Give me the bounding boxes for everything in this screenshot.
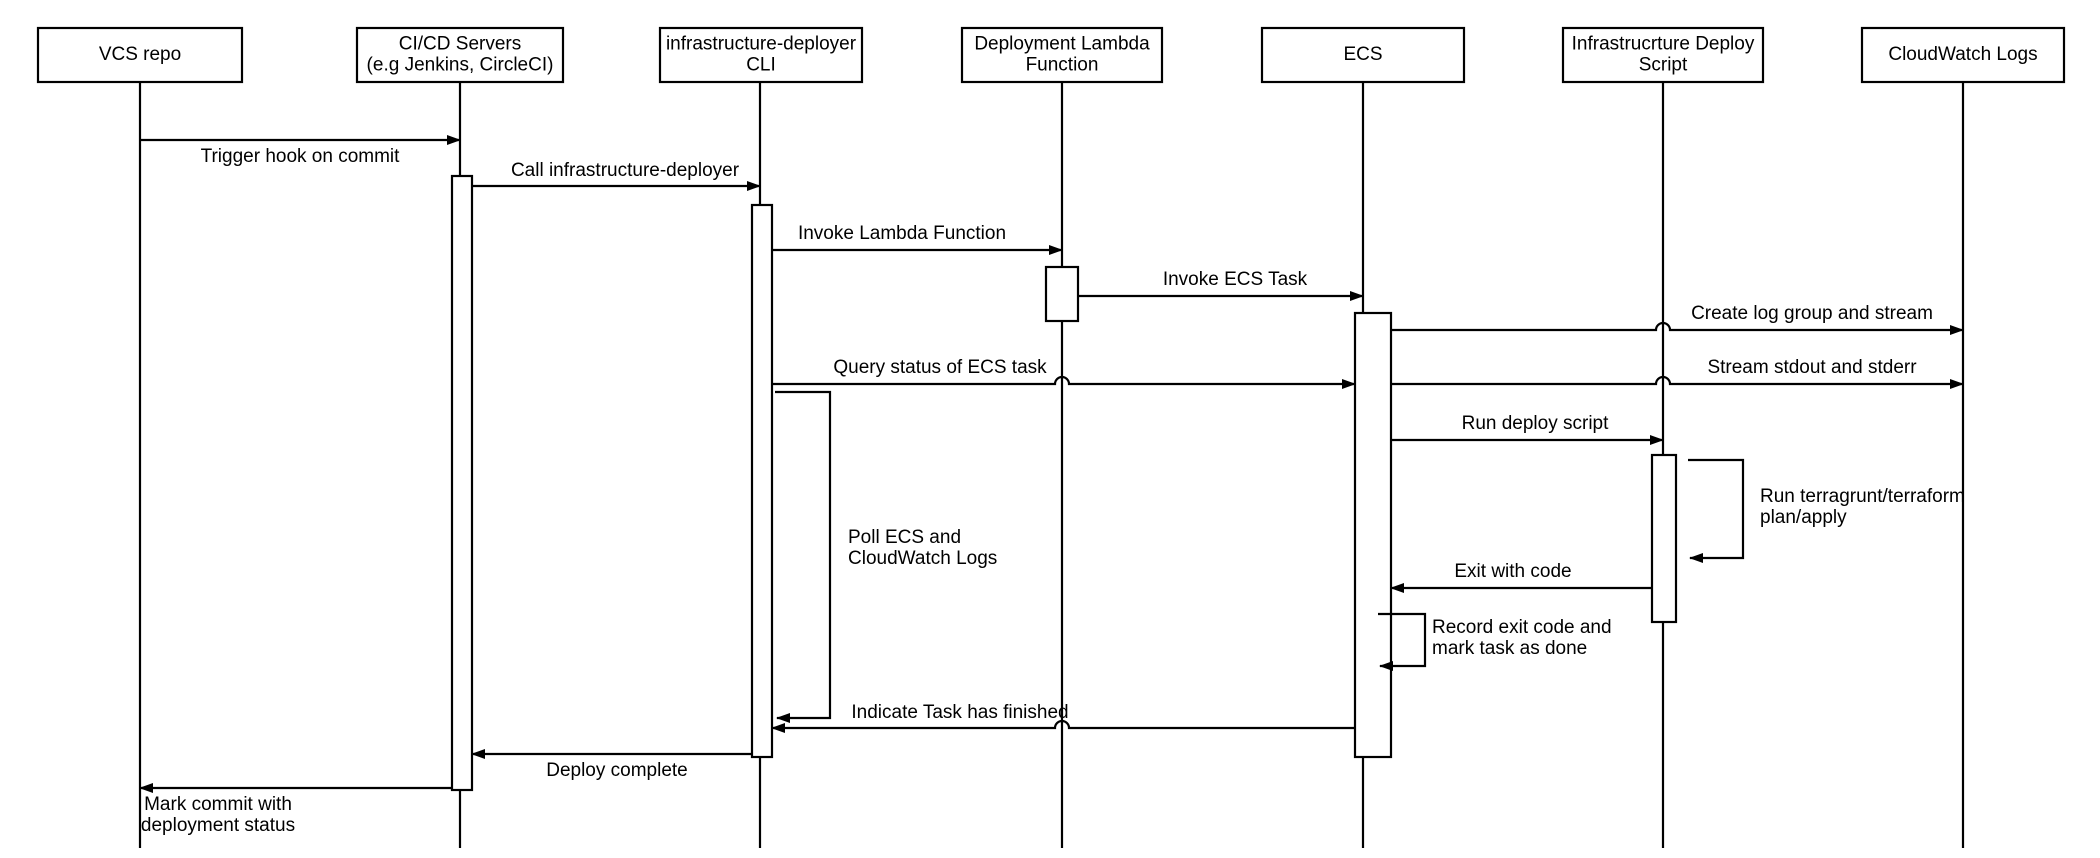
activations-layer <box>450 174 1678 792</box>
message-label: Invoke Lambda Function <box>798 223 1006 244</box>
message-label: Stream stdout and stderr <box>1707 357 1917 378</box>
activation-bar-script <box>1650 453 1678 624</box>
message-arrow <box>1391 375 1964 389</box>
message-m5: Create log group and stream <box>1391 303 1964 335</box>
participant-box[interactable] <box>960 26 1164 84</box>
activation-bar-cicd <box>450 174 474 792</box>
message-label: Create log group and stream <box>1691 303 1933 324</box>
self-message-label: Record exit code and <box>1432 617 1612 638</box>
message-m2: Call infrastructure-deployer <box>472 160 761 191</box>
message-label: Indicate Task has finished <box>851 702 1068 723</box>
participant-label: VCS repo <box>99 44 181 65</box>
participant-label: infrastructure-deployer <box>666 34 857 55</box>
message-m9: Exit with code <box>1390 561 1652 593</box>
message-arrow <box>772 375 1356 389</box>
message-m8: Run deploy script <box>1391 413 1664 445</box>
participant-box[interactable] <box>355 26 565 84</box>
message-m11: Deploy complete <box>471 749 752 781</box>
participant-label: ECS <box>1343 44 1382 65</box>
message-m1: Trigger hook on commit <box>140 135 461 167</box>
message-arrow <box>1391 321 1964 335</box>
participant-vcs[interactable]: VCS repo <box>36 26 244 84</box>
participant-label: Infrastrucrture Deploy <box>1572 34 1755 55</box>
participant-label: Deployment Lambda <box>974 34 1150 55</box>
participant-label: Script <box>1639 55 1688 76</box>
participant-label: CI/CD Servers <box>399 34 521 55</box>
participant-box[interactable] <box>658 26 864 84</box>
lifelines-layer <box>138 82 1965 848</box>
activation-bar-lambda <box>1044 265 1080 323</box>
message-label: Exit with code <box>1454 561 1571 582</box>
participant-cwlogs[interactable]: CloudWatch Logs <box>1860 26 2066 84</box>
message-m7: Stream stdout and stderr <box>1391 357 1964 389</box>
activation-bar-cli <box>750 203 774 759</box>
self-message-label: Run terragrunt/terraform <box>1760 486 1965 507</box>
participants-layer: VCS repo CI/CD Servers(e.g Jenkins, Circl… <box>36 26 2066 84</box>
message-label: Query status of ECS task <box>833 357 1047 378</box>
participant-label: CloudWatch Logs <box>1888 44 2037 65</box>
self-message-arrow <box>1378 612 1427 671</box>
participant-box[interactable] <box>1860 26 2066 84</box>
participant-label: CLI <box>746 55 776 76</box>
self-message-label: CloudWatch Logs <box>848 548 997 569</box>
participant-box[interactable] <box>1260 26 1466 84</box>
message-label: deployment status <box>141 815 295 836</box>
participant-cicd[interactable]: CI/CD Servers(e.g Jenkins, CircleCI) <box>355 26 565 84</box>
message-label: Mark commit with <box>144 794 292 815</box>
participant-box[interactable] <box>1561 26 1765 84</box>
message-arrow <box>771 719 1355 733</box>
message-m3: Invoke Lambda Function <box>772 223 1063 255</box>
message-label: Call infrastructure-deployer <box>511 160 740 181</box>
participant-label: Function <box>1026 55 1099 76</box>
message-m10: Indicate Task has finished <box>771 702 1355 733</box>
message-label: Run deploy script <box>1462 413 1610 434</box>
self-message-arrow <box>1688 458 1745 563</box>
participant-ecs[interactable]: ECS <box>1260 26 1466 84</box>
message-label: Deploy complete <box>546 760 688 781</box>
activation-bar-ecs <box>1353 311 1393 759</box>
self-message-label: plan/apply <box>1760 507 1847 528</box>
self-message-label: mark task as done <box>1432 638 1587 659</box>
message-m4: Invoke ECS Task <box>1078 269 1364 301</box>
participant-box[interactable] <box>36 26 244 84</box>
participant-label: (e.g Jenkins, CircleCI) <box>367 55 554 76</box>
self-message-arrow <box>775 390 832 723</box>
message-m6: Query status of ECS task <box>772 357 1356 389</box>
message-label: Invoke ECS Task <box>1163 269 1308 290</box>
message-label: Trigger hook on commit <box>201 146 401 167</box>
self-message-label: Poll ECS and <box>848 527 961 548</box>
